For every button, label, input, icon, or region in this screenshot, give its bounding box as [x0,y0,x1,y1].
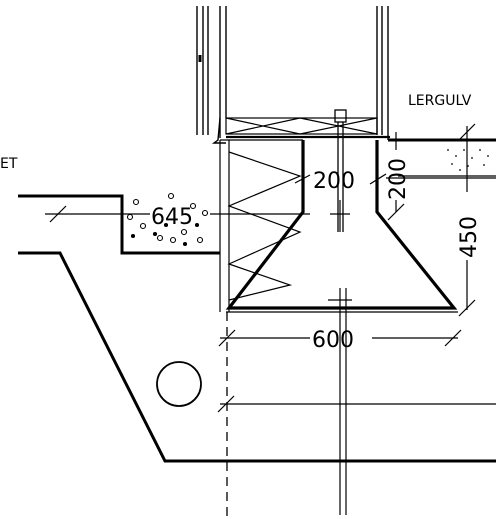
lower-dimension-line [217,395,496,413]
label-left-edge: ET [0,156,18,172]
dimension-645-label: 645 [151,205,193,230]
wall-section [196,6,390,232]
wall-left-studs [196,6,227,144]
dimension-600-label: 600 [312,328,354,353]
wall-right-studs [376,6,389,140]
footing [225,140,458,515]
footing-outline [225,140,458,310]
slab-dots [447,149,489,171]
dimension-200-horizontal [294,173,496,185]
drain-pipe [156,361,202,407]
dimension-600 [218,329,462,347]
dimension-450-label: 450 [457,216,482,258]
floor-slab [388,138,496,177]
dimension-200-vertical-label: 200 [386,158,411,200]
ground-left [18,192,496,463]
dimension-450 [458,123,476,317]
sill-plate [225,117,390,139]
dimension-200-vertical [387,132,405,221]
dimension-200-horizontal-label: 200 [313,169,355,194]
insulation-block [219,139,303,312]
gravel-fill [126,192,209,247]
dimension-645 [45,205,310,223]
label-lergulv: LERGULV [408,93,472,109]
